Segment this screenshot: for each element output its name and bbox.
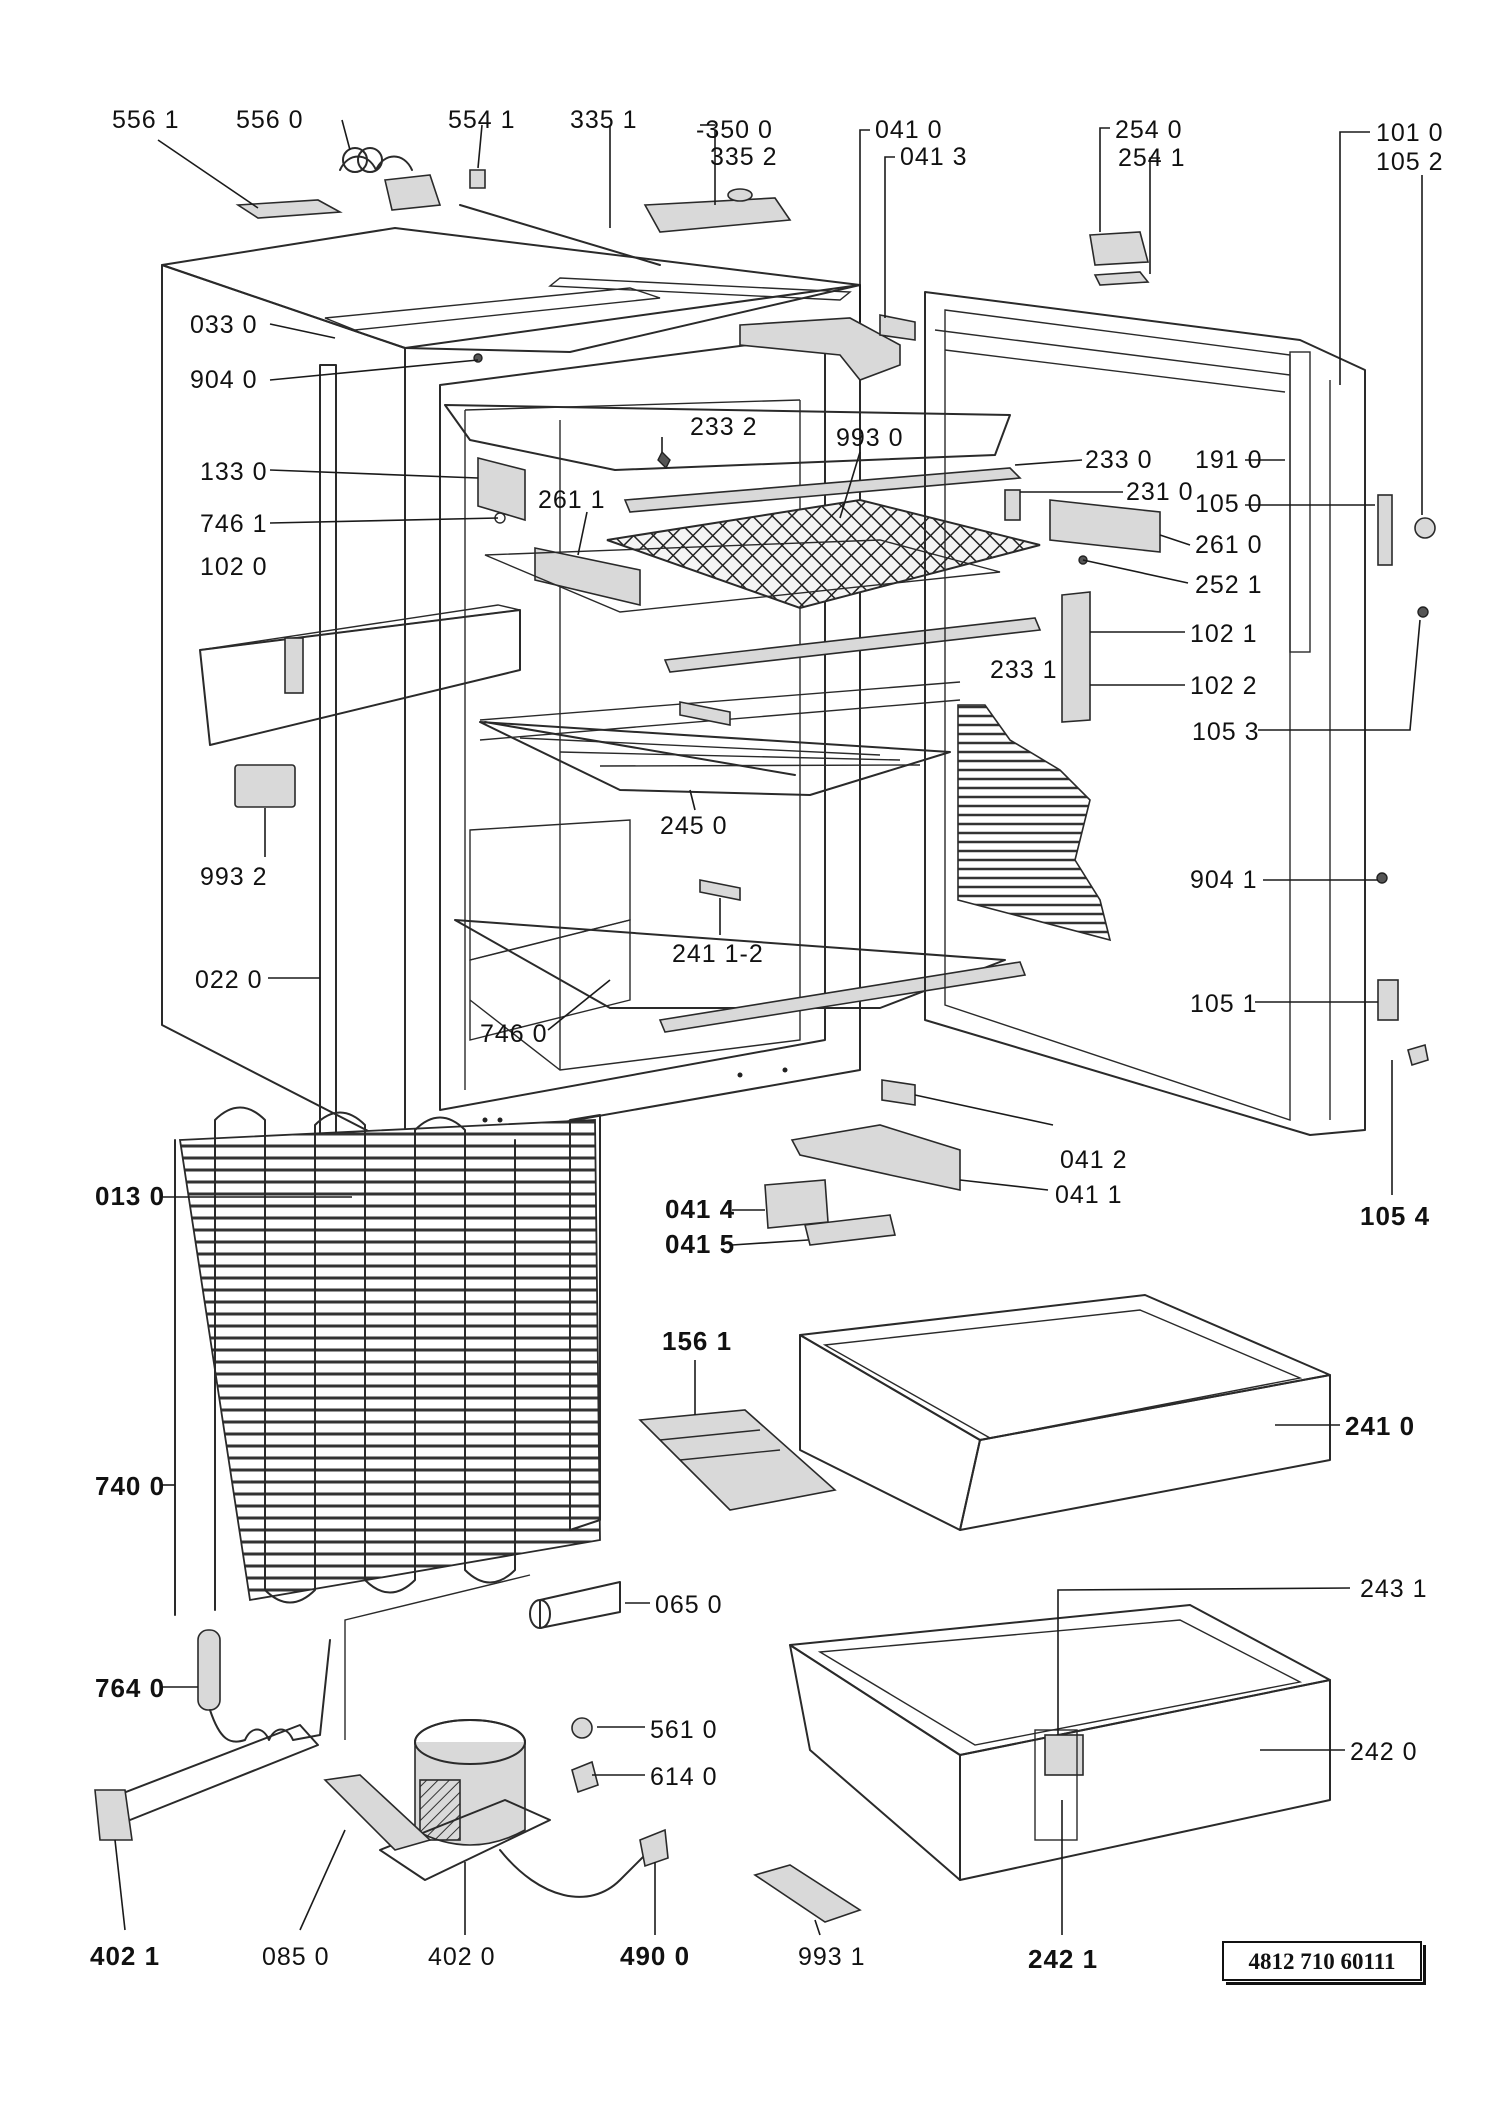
label-022-0: 022 0 [195, 966, 263, 994]
label-102-2: 102 2 [1190, 672, 1258, 700]
label-254-0: 254 0 [1115, 116, 1183, 144]
leader-lines [114, 119, 1423, 1936]
label-102-0: 102 0 [200, 553, 268, 581]
condenser [174, 1106, 601, 1743]
label-402-0: 402 0 [428, 1943, 496, 1971]
label-904-0: 904 0 [190, 366, 258, 394]
part-labels: 556 1 556 0 554 1 335 1 -350 0 335 2 041… [90, 106, 1444, 1974]
label-033-0: 033 0 [190, 311, 258, 339]
label-105-2: 105 2 [1376, 148, 1444, 176]
label-156-1: 156 1 [662, 1326, 732, 1356]
inner-components [444, 404, 1042, 1033]
label-350-0: -350 0 [696, 116, 773, 144]
label-041-5: 041 5 [665, 1229, 735, 1259]
label-241-1-2: 241 1-2 [672, 940, 764, 968]
label-242-1: 242 1 [1028, 1944, 1098, 1974]
document-code: 4812 710 60111 [1248, 1949, 1396, 1974]
document-code-box: 4812 710 60111 [1222, 1941, 1422, 1981]
label-993-0: 993 0 [836, 424, 904, 452]
label-335-1: 335 1 [570, 106, 638, 134]
label-102-1: 102 1 [1190, 620, 1258, 648]
label-764-0: 764 0 [95, 1673, 165, 1703]
label-233-1: 233 1 [990, 656, 1058, 684]
crisper-bins [638, 1079, 1331, 1923]
label-101-0: 101 0 [1376, 119, 1444, 147]
label-402-1: 402 1 [90, 1941, 160, 1971]
label-335-2: 335 2 [710, 143, 778, 171]
label-241-0: 241 0 [1345, 1411, 1415, 1441]
label-243-1: 243 1 [1360, 1575, 1428, 1603]
label-993-2: 993 2 [200, 863, 268, 891]
label-261-1: 261 1 [538, 486, 606, 514]
top-parts [235, 147, 1150, 565]
label-261-0: 261 0 [1195, 531, 1263, 559]
label-252-1: 252 1 [1195, 571, 1263, 599]
label-490-0: 490 0 [620, 1941, 690, 1971]
label-242-0: 242 0 [1350, 1738, 1418, 1766]
compressor [94, 1574, 669, 1898]
label-013-0: 013 0 [95, 1181, 165, 1211]
label-554-1: 554 1 [448, 106, 516, 134]
label-105-3: 105 3 [1192, 718, 1260, 746]
cabinet [161, 227, 861, 1176]
label-041-4: 041 4 [665, 1194, 735, 1224]
label-191-0: 191 0 [1195, 446, 1263, 474]
label-041-1: 041 1 [1055, 1181, 1123, 1209]
document-code-shadow [1226, 1945, 1426, 1985]
label-556-1: 556 1 [112, 106, 180, 134]
label-085-0: 085 0 [262, 1943, 330, 1971]
label-041-0: 041 0 [875, 116, 943, 144]
label-561-0: 561 0 [650, 1716, 718, 1744]
label-245-0: 245 0 [660, 812, 728, 840]
label-614-0: 614 0 [650, 1763, 718, 1791]
label-233-0: 233 0 [1085, 446, 1153, 474]
label-231-0: 231 0 [1126, 478, 1194, 506]
label-993-1: 993 1 [798, 1943, 866, 1971]
label-105-1: 105 1 [1190, 990, 1258, 1018]
label-746-0: 746 0 [480, 1020, 548, 1048]
label-556-0: 556 0 [236, 106, 304, 134]
label-041-2: 041 2 [1060, 1146, 1128, 1174]
label-746-1: 746 1 [200, 510, 268, 538]
label-233-2: 233 2 [690, 413, 758, 441]
label-740-0: 740 0 [95, 1471, 165, 1501]
label-041-3: 041 3 [900, 143, 968, 171]
label-254-1: 254 1 [1118, 144, 1186, 172]
label-105-0: 105 0 [1195, 490, 1263, 518]
label-904-1: 904 1 [1190, 866, 1258, 894]
label-133-0: 133 0 [200, 458, 268, 486]
door [924, 291, 1436, 1136]
label-105-4: 105 4 [1360, 1201, 1430, 1231]
label-065-0: 065 0 [655, 1591, 723, 1619]
